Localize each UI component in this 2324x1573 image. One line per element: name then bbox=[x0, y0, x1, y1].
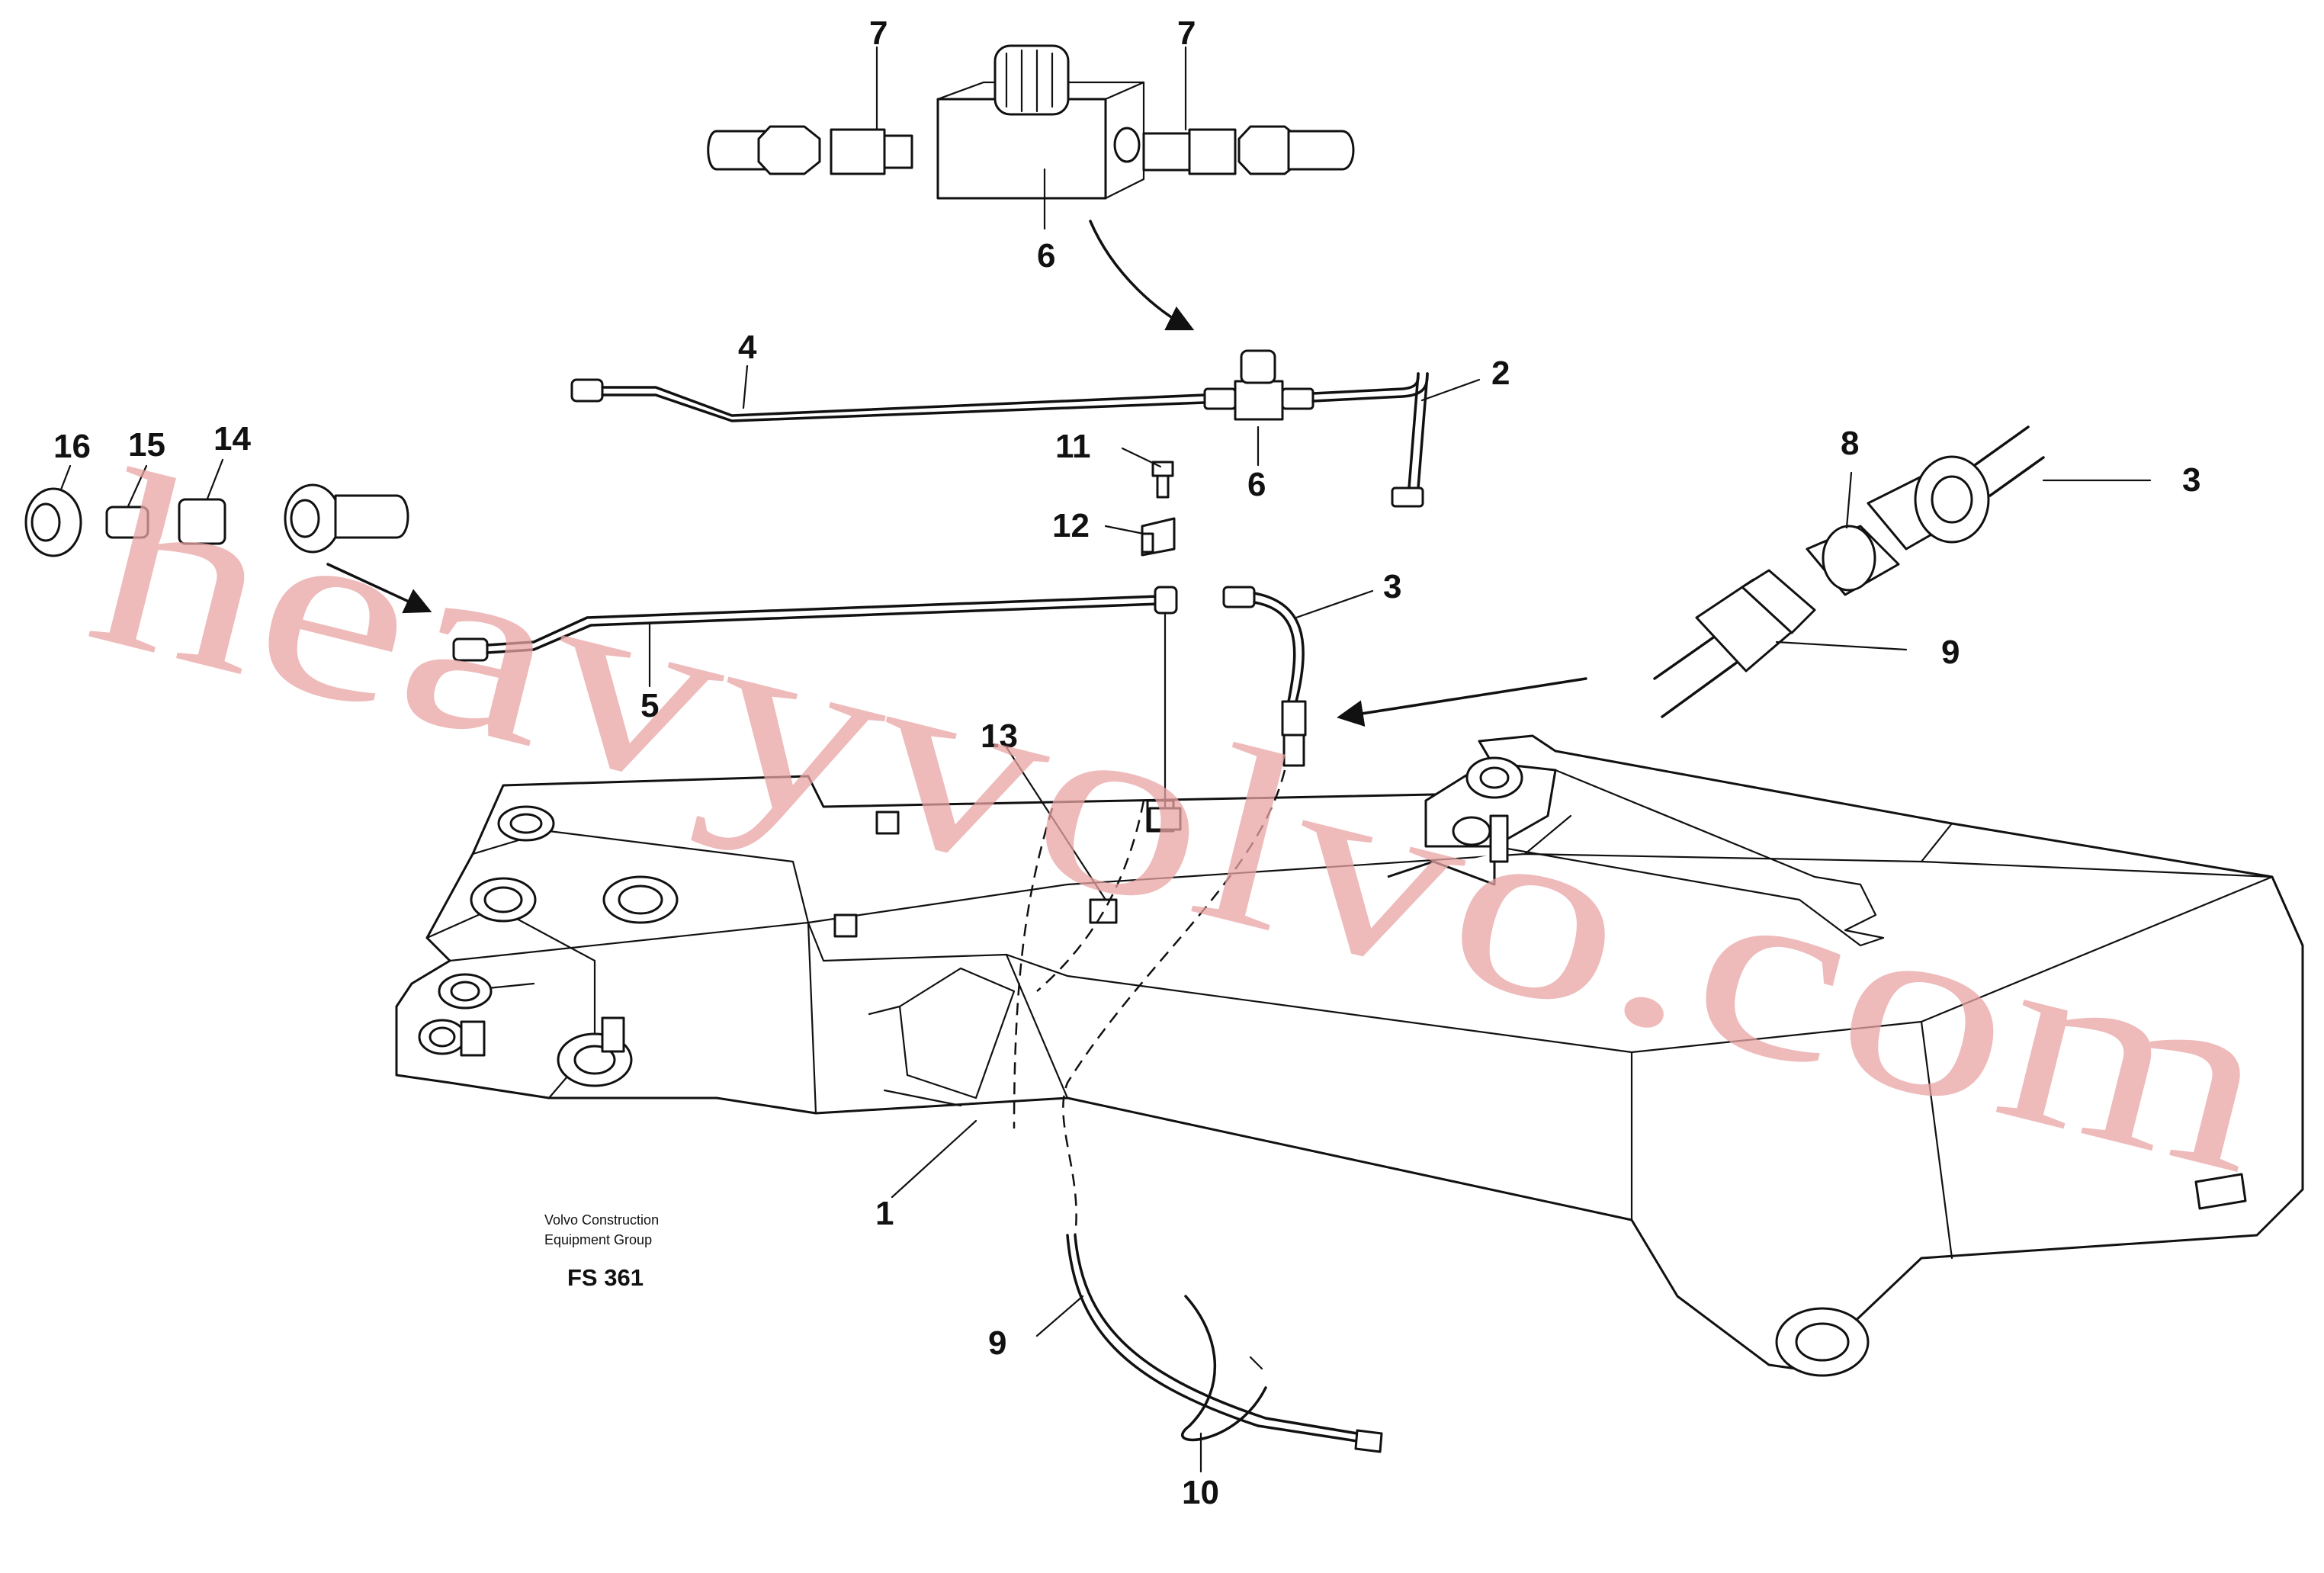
callout-7-left: 7 bbox=[869, 14, 888, 52]
callout-labels: 7 7 6 4 2 6 11 12 16 15 14 5 3 3 8 9 13 … bbox=[53, 14, 2200, 1511]
needle-valve-detail bbox=[707, 44, 1355, 200]
callout-6-mid: 6 bbox=[1247, 466, 1266, 503]
callout-3-mid: 3 bbox=[1383, 568, 1401, 605]
right-connector-detail bbox=[1653, 425, 2045, 718]
hose-3 bbox=[1222, 586, 1307, 767]
callout-6-top: 6 bbox=[1037, 237, 1055, 274]
direction-arrows bbox=[326, 220, 1587, 727]
callout-15: 15 bbox=[128, 426, 165, 464]
callout-9-bottom: 9 bbox=[988, 1324, 1006, 1362]
left-connector-detail bbox=[24, 483, 409, 557]
figure-code: FS 361 bbox=[567, 1264, 644, 1291]
leader-lines bbox=[59, 46, 2152, 1473]
company-name-line1: Volvo Construction bbox=[544, 1212, 659, 1228]
callout-3-right: 3 bbox=[2182, 461, 2200, 499]
callout-14: 14 bbox=[213, 420, 251, 457]
bolt-and-clamp bbox=[1141, 461, 1176, 557]
callout-8: 8 bbox=[1841, 425, 1859, 462]
footer-block: Volvo Construction Equipment Group FS 36… bbox=[544, 1212, 659, 1291]
pipe-5-assembly bbox=[452, 586, 1182, 831]
hose-9 bbox=[1066, 1234, 1383, 1453]
company-name-line2: Equipment Group bbox=[544, 1232, 652, 1247]
callout-13: 13 bbox=[981, 717, 1018, 755]
callout-9-right: 9 bbox=[1941, 634, 1960, 671]
callout-7-right: 7 bbox=[1177, 14, 1196, 52]
callout-1: 1 bbox=[875, 1195, 894, 1232]
pipe-4-assembly bbox=[570, 349, 1429, 508]
callout-4: 4 bbox=[738, 329, 757, 366]
callout-2: 2 bbox=[1491, 355, 1510, 392]
callout-5: 5 bbox=[640, 687, 659, 724]
callout-10: 10 bbox=[1182, 1474, 1219, 1511]
boom-part-1 bbox=[395, 734, 2304, 1377]
callout-16: 16 bbox=[53, 428, 91, 465]
callout-11: 11 bbox=[1055, 428, 1091, 465]
callout-12: 12 bbox=[1052, 507, 1090, 544]
